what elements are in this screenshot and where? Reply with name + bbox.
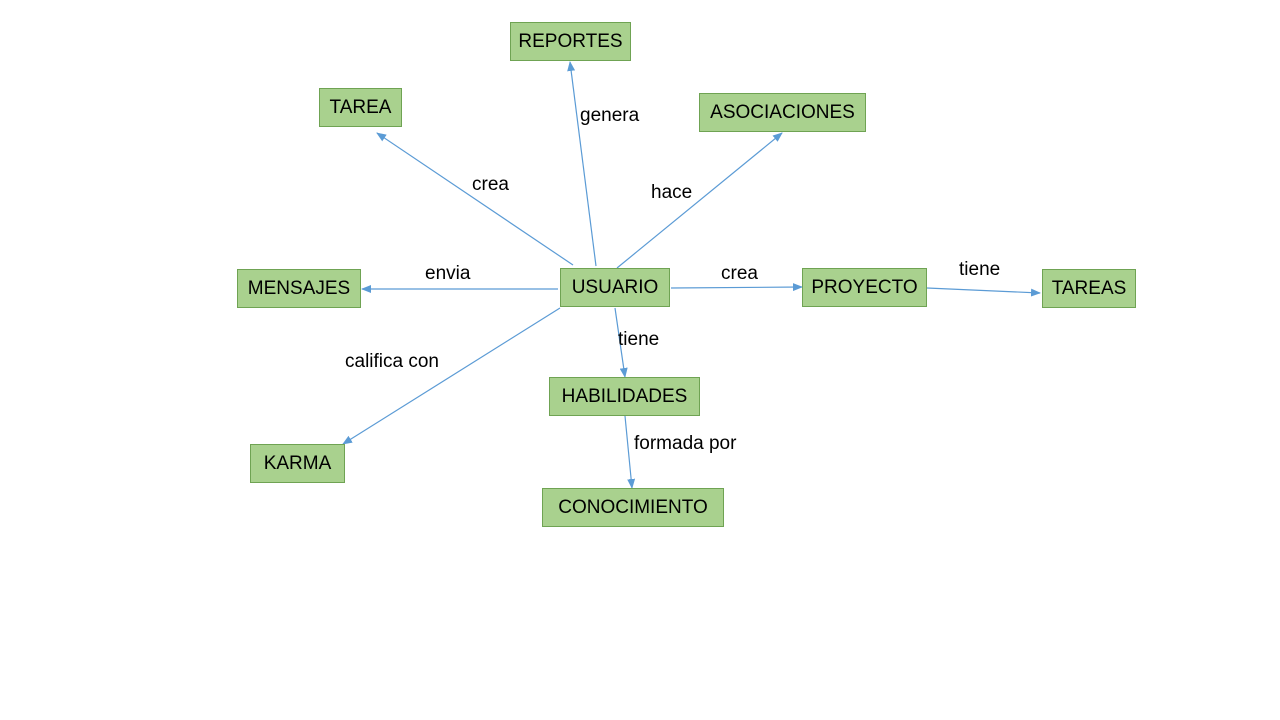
edge-usuario-proyecto: [670, 283, 803, 292]
node-mensajes: MENSAJES: [237, 269, 361, 308]
edge-usuario-reportes: [567, 61, 597, 267]
edge-usuario-asociaciones: [616, 132, 783, 269]
label-usuario-reportes: genera: [580, 105, 640, 126]
edge-usuario-habilidades: [614, 307, 628, 378]
label-usuario-habilidades: tiene: [618, 329, 660, 350]
node-conocimiento: CONOCIMIENTO: [542, 488, 724, 527]
edge-usuario-karma: [342, 307, 561, 445]
edge-proyecto-tareas: [926, 287, 1041, 297]
node-proyecto: PROYECTO: [802, 268, 927, 307]
node-tareas: TAREAS: [1042, 269, 1136, 308]
label-usuario-proyecto: crea: [721, 263, 758, 284]
node-tarea: TAREA: [319, 88, 402, 127]
node-asociaciones: ASOCIACIONES: [699, 93, 866, 132]
label-proyecto-tareas: tiene: [959, 259, 1001, 280]
label-usuario-mensajes: envia: [425, 263, 471, 284]
edge-usuario-tarea: [376, 132, 574, 266]
node-usuario: USUARIO: [560, 268, 670, 307]
label-habilidades-conocimiento: formada por: [634, 433, 737, 454]
label-usuario-asociaciones: hace: [651, 182, 693, 203]
edge-habilidades-conocimiento: [624, 415, 636, 489]
node-karma: KARMA: [250, 444, 345, 483]
node-reportes: REPORTES: [510, 22, 631, 61]
label-usuario-tarea: crea: [472, 174, 509, 195]
node-habilidades: HABILIDADES: [549, 377, 700, 416]
label-usuario-karma: califica con: [345, 351, 439, 372]
